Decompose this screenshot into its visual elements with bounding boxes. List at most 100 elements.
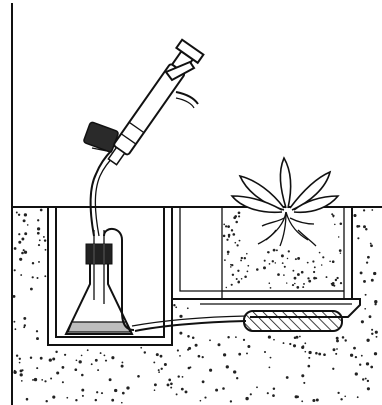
soil-dot xyxy=(37,227,40,230)
soil-dot xyxy=(267,392,269,394)
soil-dot xyxy=(340,222,343,225)
soil-dot xyxy=(14,247,17,250)
soil-dot xyxy=(23,249,25,251)
soil-dot xyxy=(296,395,299,398)
soil-dot xyxy=(24,251,27,254)
soil-dot xyxy=(289,343,291,345)
soil-dot xyxy=(288,250,290,252)
soil-dot xyxy=(100,352,102,354)
soil-dot xyxy=(121,361,123,363)
soil-dot xyxy=(339,249,342,252)
soil-dot xyxy=(338,236,339,237)
soil-dot xyxy=(241,278,243,280)
soil-dot xyxy=(307,262,309,264)
soil-dot xyxy=(232,233,235,236)
soil-dot xyxy=(315,352,318,355)
soil-dot xyxy=(335,279,337,281)
soil-dot xyxy=(366,362,369,365)
soil-dot xyxy=(299,336,301,338)
soil-dot xyxy=(264,351,266,353)
soil-dot xyxy=(350,354,353,357)
soil-dot xyxy=(161,368,163,370)
soil-dot xyxy=(292,284,294,286)
soil-dot xyxy=(256,268,259,271)
soil-dot xyxy=(228,236,230,238)
soil-dot xyxy=(49,358,52,361)
soil-dot xyxy=(198,355,201,358)
soil-dot xyxy=(342,336,345,339)
soil-dot xyxy=(367,380,369,382)
soil-dot xyxy=(15,328,17,330)
soil-dot xyxy=(297,273,300,276)
soil-dot xyxy=(247,271,249,273)
soil-dot xyxy=(21,252,24,255)
soil-dot xyxy=(218,343,221,346)
soil-dot xyxy=(256,386,258,388)
soil-dot xyxy=(323,353,326,356)
soil-dot xyxy=(301,271,304,274)
soil-dot xyxy=(144,351,146,353)
soil-dot xyxy=(264,260,266,262)
soil-dot xyxy=(43,236,45,238)
soil-dot xyxy=(287,258,288,259)
soil-dot xyxy=(40,209,43,212)
soil-dot xyxy=(97,369,99,371)
soil-dot xyxy=(269,367,271,369)
soil-dot xyxy=(356,225,359,228)
soil-dot xyxy=(209,369,212,372)
soil-dot xyxy=(76,359,78,361)
soil-dot xyxy=(243,339,245,341)
soil-dot xyxy=(36,337,39,340)
soil-dot xyxy=(234,242,236,244)
soil-dot xyxy=(223,224,225,226)
soil-dot xyxy=(23,317,26,320)
soil-dot xyxy=(230,266,232,268)
soil-dot xyxy=(23,326,25,328)
soil-dot xyxy=(376,336,378,338)
soil-dot xyxy=(202,380,205,383)
soil-dot xyxy=(246,352,248,354)
soil-dot xyxy=(109,378,112,381)
soil-dot xyxy=(238,353,241,356)
soil-dot xyxy=(332,260,335,263)
soil-dot xyxy=(276,249,278,251)
soil-dot xyxy=(284,266,286,268)
soil-dot xyxy=(204,397,206,399)
soil-dot xyxy=(374,300,377,303)
soil-dot xyxy=(364,308,366,310)
soil-dot xyxy=(18,241,21,244)
soil-dot xyxy=(231,284,233,286)
soil-dot xyxy=(37,219,39,221)
soil-dot xyxy=(14,370,16,372)
soil-dot xyxy=(181,388,184,391)
soil-dot xyxy=(267,251,269,253)
soil-dot xyxy=(357,237,359,239)
soil-dot xyxy=(178,375,180,377)
soil-dot xyxy=(154,389,156,391)
soil-dot xyxy=(187,307,189,309)
soil-dot xyxy=(140,347,142,349)
soil-dot xyxy=(26,398,29,401)
soil-dot xyxy=(361,320,364,323)
soil-dot xyxy=(18,214,20,216)
soil-dot xyxy=(19,358,21,360)
soil-dot xyxy=(111,399,114,402)
soil-dot xyxy=(81,374,84,377)
soil-dot xyxy=(209,339,211,341)
soil-dot xyxy=(244,257,246,259)
soil-dot xyxy=(121,365,124,368)
soil-dot xyxy=(38,244,40,246)
soil-dot xyxy=(283,274,285,276)
soil-dot xyxy=(340,282,342,284)
soil-dot xyxy=(164,363,167,366)
soil-dot xyxy=(226,239,228,241)
soil-dot xyxy=(371,279,374,282)
soil-dot xyxy=(37,232,40,235)
soil-dot xyxy=(281,254,284,257)
soil-dot xyxy=(353,214,356,217)
soil-dot xyxy=(13,321,15,323)
soil-dot xyxy=(154,383,157,386)
soil-dot xyxy=(247,345,250,348)
soil-dot xyxy=(312,399,315,402)
soil-dot xyxy=(296,286,299,289)
